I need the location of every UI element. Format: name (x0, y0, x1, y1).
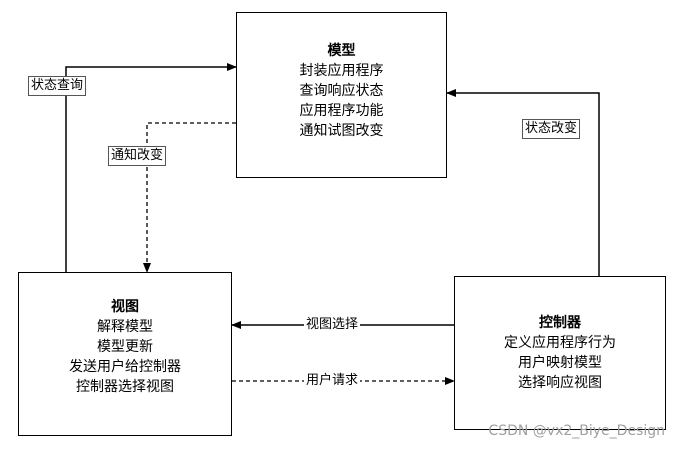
controller-line: 选择响应视图 (518, 375, 602, 391)
model-box: 模型 封装应用程序 查询响应状态 应用程序功能 通知试图改变 (236, 12, 447, 178)
view-line: 模型更新 (97, 339, 153, 355)
state-query-label: 状态查询 (28, 76, 87, 96)
model-line: 查询响应状态 (299, 83, 384, 99)
model-line: 应用程序功能 (299, 103, 384, 119)
model-line: 通知试图改变 (299, 123, 384, 139)
notify-change-arrow (143, 122, 236, 273)
view-line: 解释模型 (97, 319, 153, 335)
view-select-label: 视图选择 (304, 316, 361, 334)
state-change-arrow (446, 89, 600, 276)
state-change-label: 状态改变 (522, 119, 581, 139)
controller-box: 控制器 定义应用程序行为 用户映射模型 选择响应视图 (454, 276, 666, 430)
user-request-label: 用户请求 (304, 372, 361, 390)
controller-title: 控制器 (539, 315, 581, 331)
view-title: 视图 (111, 299, 139, 315)
view-line: 发送用户给控制器 (69, 359, 181, 375)
controller-line: 用户映射模型 (518, 355, 602, 371)
view-line: 控制器选择视图 (76, 379, 174, 395)
state-query-arrow (65, 63, 237, 272)
view-box: 视图 解释模型 模型更新 发送用户给控制器 控制器选择视图 (18, 272, 232, 436)
model-line: 封装应用程序 (299, 63, 384, 79)
controller-line: 定义应用程序行为 (504, 335, 616, 351)
model-title: 模型 (327, 43, 356, 59)
notify-change-label: 通知改变 (108, 146, 167, 166)
watermark: CSDN @vx2_Biye_Design (488, 423, 665, 439)
